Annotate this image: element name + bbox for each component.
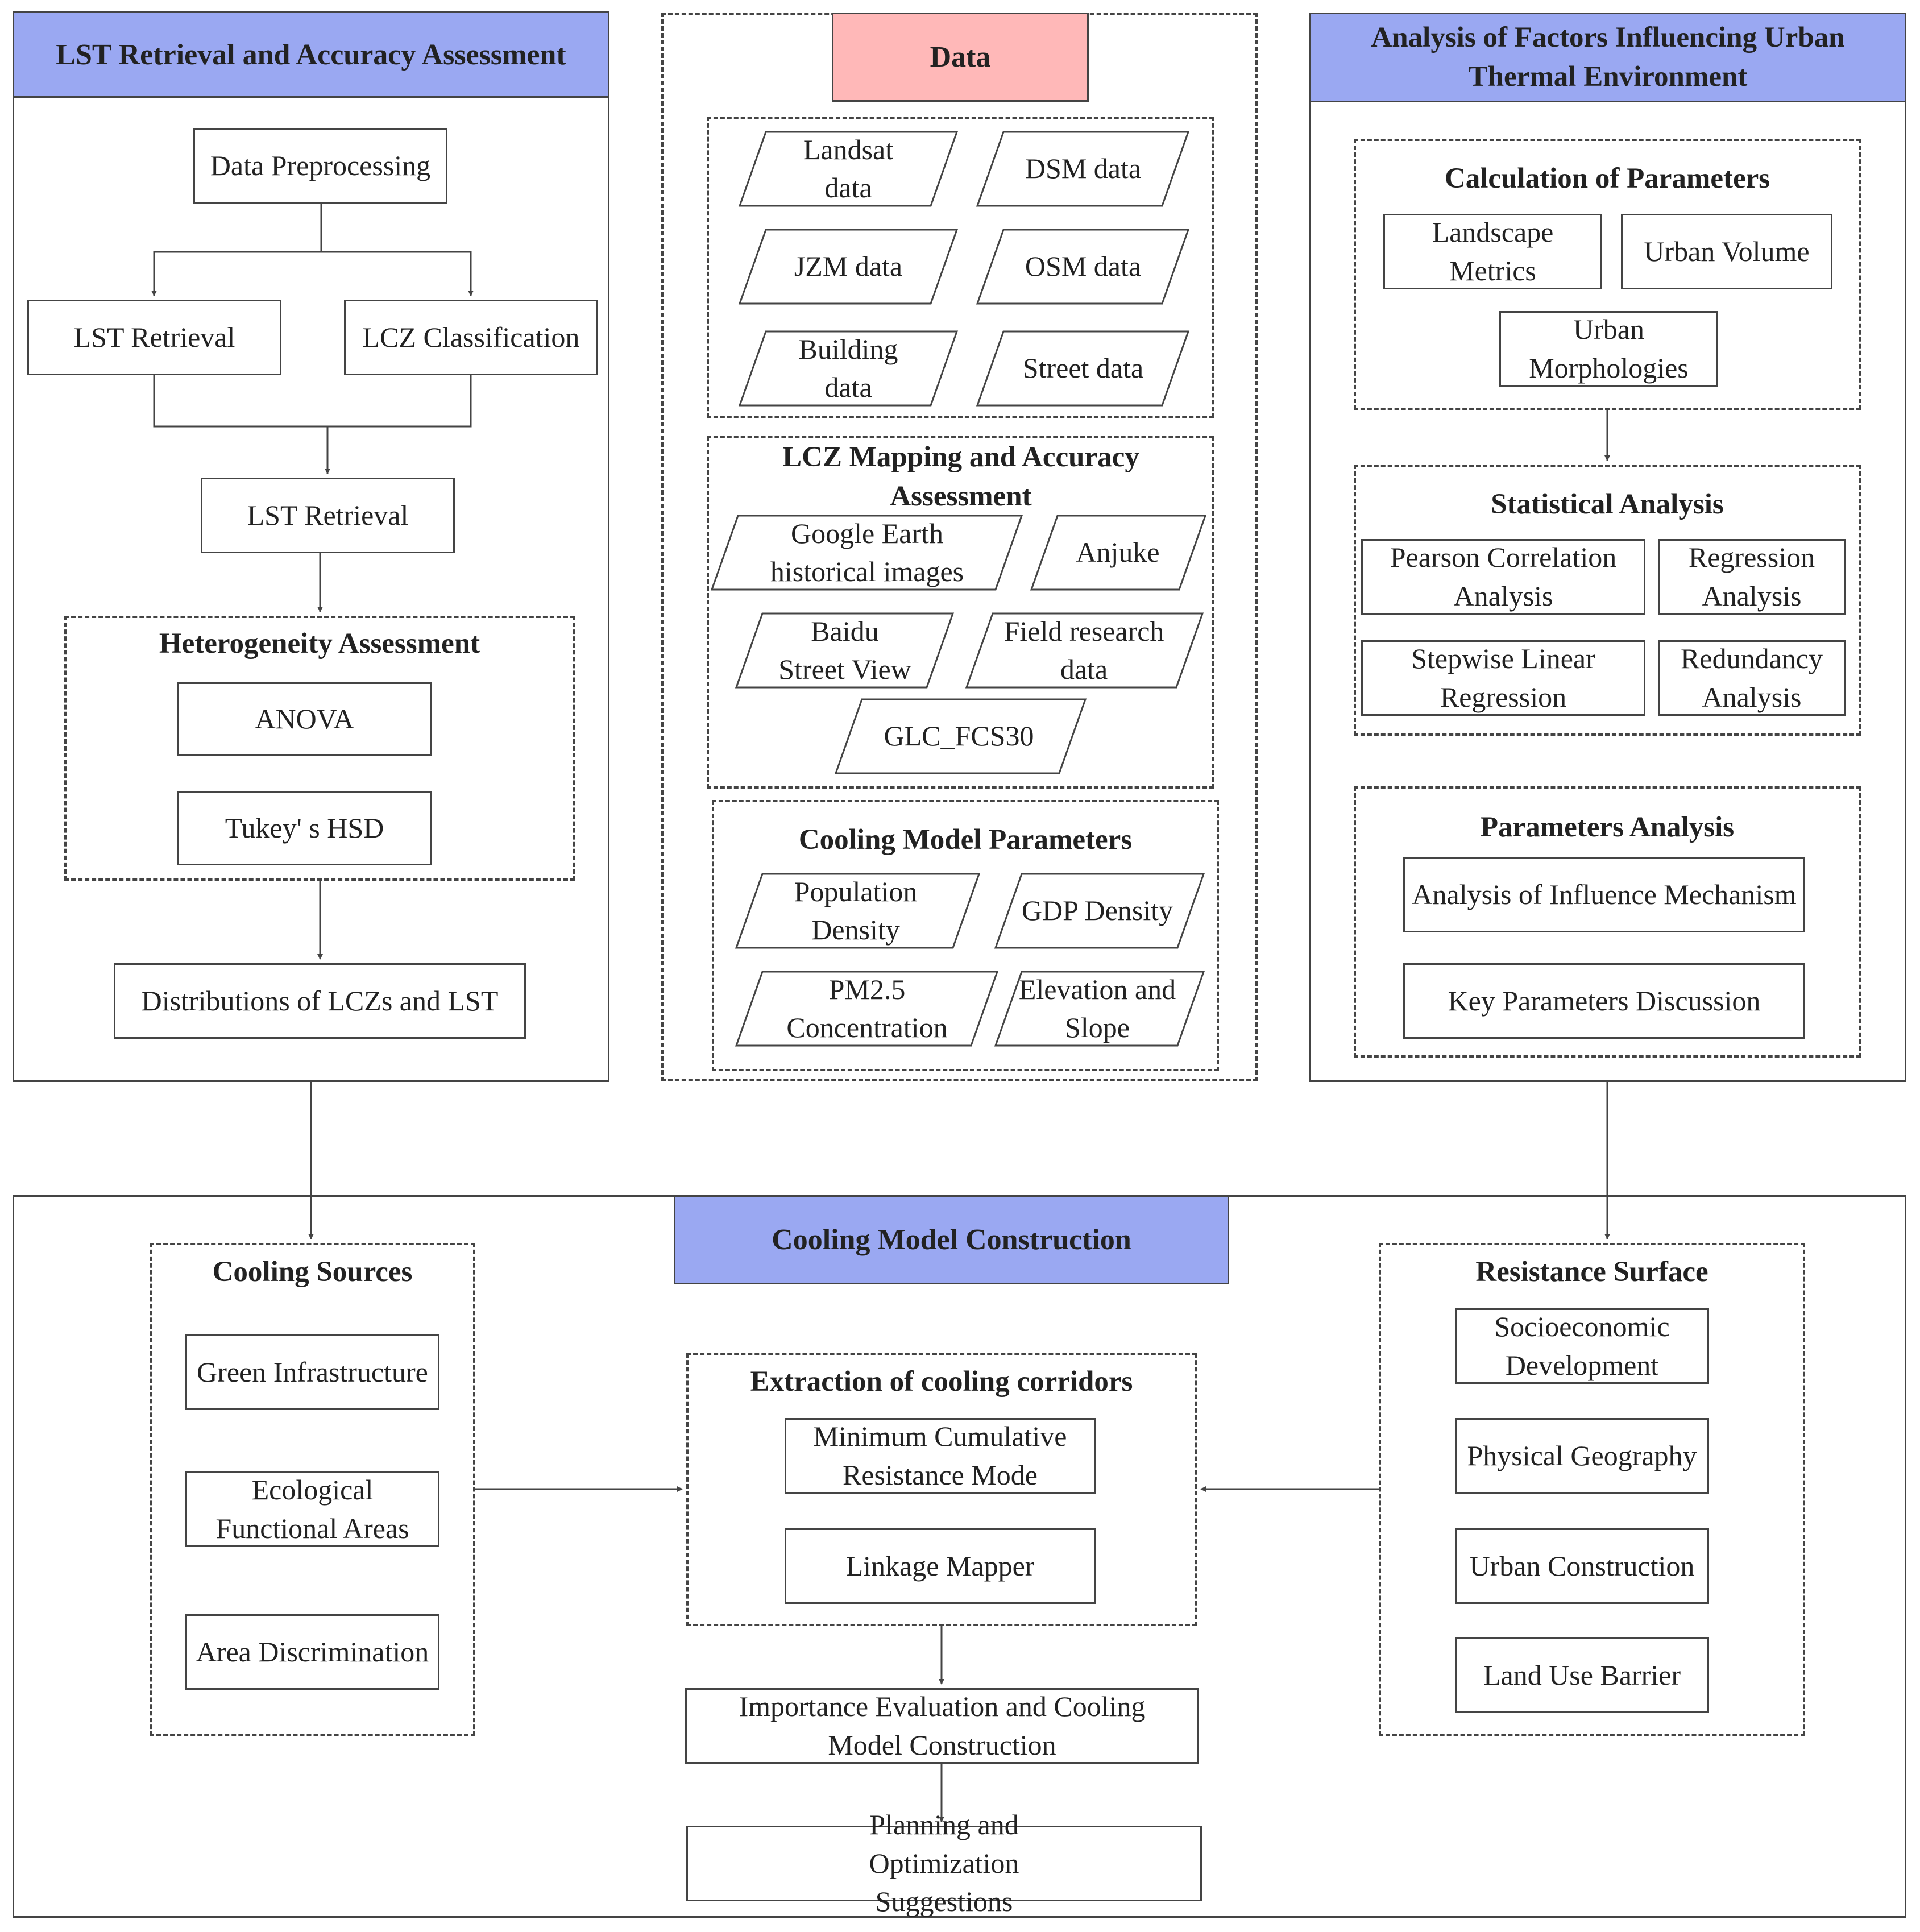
pearson-box: Pearson Correlation Analysis bbox=[1361, 539, 1645, 615]
data-preprocessing-box: Data Preprocessing bbox=[193, 128, 447, 204]
regression-box: Regression Analysis bbox=[1658, 539, 1846, 615]
influence-box: Analysis of Influence Mechanism bbox=[1403, 857, 1805, 932]
gdp-density-shape bbox=[994, 873, 1205, 949]
landsat-data-label: Landsat data bbox=[803, 133, 894, 204]
area-discrimination-box: Area Discrimination bbox=[185, 1614, 439, 1690]
green-infrastructure-box: Green Infrastructure bbox=[185, 1334, 439, 1410]
redundancy-box: Redundancy Analysis bbox=[1658, 640, 1846, 716]
building-data-label: Building data bbox=[798, 333, 898, 404]
parameters-title: Parameters Analysis bbox=[1480, 811, 1735, 843]
street-data-shape bbox=[976, 330, 1190, 407]
parameters-group bbox=[1354, 786, 1861, 1058]
resistance-group bbox=[1379, 1243, 1805, 1736]
urban-construction-box: Urban Construction bbox=[1455, 1528, 1709, 1604]
landsat-data-shape bbox=[738, 131, 959, 207]
gdp-density-label: GDP Density bbox=[1021, 894, 1173, 927]
heterogeneity-title: Heterogeneity Assessment bbox=[159, 628, 480, 660]
lcz-mapping-title: LCZ Mapping and Accuracy Assessment bbox=[782, 441, 1139, 512]
google-earth-shape bbox=[710, 515, 1023, 591]
anjuke-label: Anjuke bbox=[1076, 536, 1160, 569]
baidu-street-view-label: Baidu Street View bbox=[778, 615, 911, 686]
anova-box: ANOVA bbox=[177, 682, 432, 756]
elevation-slope-label: Elevation and Slope bbox=[1018, 973, 1176, 1044]
heterogeneity-group bbox=[64, 616, 575, 881]
osm-data-label: OSM data bbox=[1025, 250, 1142, 283]
statistical-group bbox=[1354, 465, 1861, 736]
data-panel-title: Data bbox=[832, 13, 1089, 102]
cooling-params-group bbox=[712, 800, 1219, 1071]
mcr-box: Minimum Cumulative Resistance Mode bbox=[785, 1418, 1096, 1494]
anjuke-shape bbox=[1030, 515, 1207, 591]
extraction-group bbox=[686, 1353, 1197, 1626]
building-data-shape bbox=[738, 330, 959, 407]
socioeconomic-box: Socioeconomic Development bbox=[1455, 1308, 1709, 1384]
field-research-label: Field research data bbox=[1003, 615, 1164, 686]
stepwise-box: Stepwise Linear Regression bbox=[1361, 640, 1645, 716]
tukey-box: Tukey' s HSD bbox=[177, 791, 432, 865]
lst-panel-title: LST Retrieval and Accuracy Assessment bbox=[13, 11, 609, 98]
linkage-mapper-box: Linkage Mapper bbox=[785, 1528, 1096, 1604]
lcz-mapping-group bbox=[707, 436, 1214, 789]
resistance-title: Resistance Surface bbox=[1475, 1256, 1708, 1288]
distributions-box: Distributions of LCZs and LST bbox=[114, 963, 526, 1039]
population-density-label: Population Density bbox=[794, 875, 918, 946]
ecological-areas-box: Ecological Functional Areas bbox=[185, 1471, 439, 1547]
lst-retrieval-box-1: LST Retrieval bbox=[27, 300, 281, 375]
jzm-data-label: JZM data bbox=[794, 250, 903, 283]
street-data-label: Street data bbox=[1022, 352, 1144, 384]
physical-geography-box: Physical Geography bbox=[1455, 1418, 1709, 1494]
pm25-shape bbox=[735, 971, 999, 1047]
cooling-sources-title: Cooling Sources bbox=[212, 1256, 413, 1288]
cooling-model-title: Cooling Model Construction bbox=[674, 1195, 1229, 1284]
statistical-title: Statistical Analysis bbox=[1491, 488, 1724, 520]
urban-volume-box: Urban Volume bbox=[1621, 214, 1832, 289]
lcz-classification-box: LCZ Classification bbox=[344, 300, 598, 375]
google-earth-label: Google Earth historical images bbox=[770, 517, 964, 588]
calculation-group bbox=[1354, 139, 1861, 410]
arrow-preprocess-split bbox=[151, 204, 322, 296]
data-sources-group bbox=[707, 117, 1214, 418]
dsm-data-shape bbox=[976, 131, 1190, 207]
arrow-preprocess-lcz bbox=[321, 251, 474, 296]
extraction-title: Extraction of cooling corridors bbox=[750, 1366, 1133, 1398]
arrow-merge-lst bbox=[153, 375, 472, 428]
field-research-shape bbox=[965, 612, 1204, 689]
factors-panel-title: Analysis of Factors Influencing Urban Th… bbox=[1309, 13, 1906, 102]
calculation-title: Calculation of Parameters bbox=[1444, 163, 1770, 194]
baidu-street-view-shape bbox=[735, 612, 955, 689]
pm25-label: PM2.5 Concentration bbox=[786, 973, 948, 1044]
glc-fcs30-shape bbox=[834, 698, 1087, 774]
dsm-data-label: DSM data bbox=[1025, 152, 1142, 185]
urban-morphologies-box: Urban Morphologies bbox=[1499, 311, 1718, 387]
land-use-barrier-box: Land Use Barrier bbox=[1455, 1637, 1709, 1713]
lst-retrieval-box-2: LST Retrieval bbox=[201, 478, 455, 553]
osm-data-shape bbox=[976, 229, 1190, 305]
elevation-slope-shape bbox=[994, 971, 1205, 1047]
importance-evaluation-box: Importance Evaluation and Cooling Model … bbox=[685, 1688, 1199, 1764]
glc-fcs30-label: GLC_FCS30 bbox=[884, 720, 1034, 752]
cooling-sources-group bbox=[150, 1243, 475, 1736]
jzm-data-shape bbox=[738, 229, 959, 305]
cooling-params-title: Cooling Model Parameters bbox=[798, 824, 1133, 856]
landscape-metrics-box: Landscape Metrics bbox=[1383, 214, 1602, 289]
key-parameters-box: Key Parameters Discussion bbox=[1403, 963, 1805, 1039]
population-density-shape bbox=[735, 873, 981, 949]
